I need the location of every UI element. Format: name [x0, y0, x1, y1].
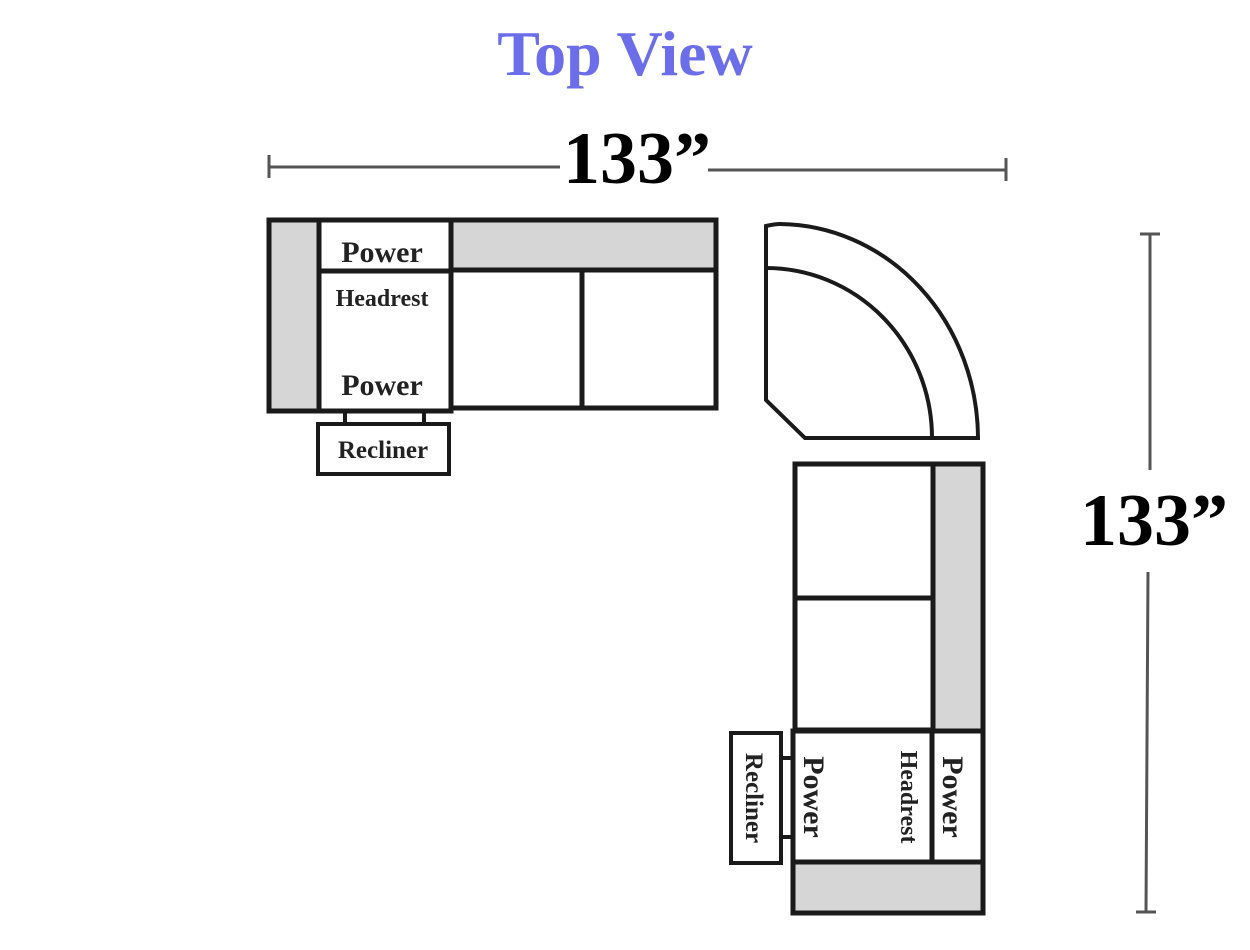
left-arm — [266, 217, 322, 414]
right-back-cushion — [930, 461, 986, 734]
left-power-bottom-label: Power — [341, 369, 423, 402]
left-seat-1 — [448, 267, 585, 411]
left-recliner-label: Recliner — [338, 437, 428, 464]
left-section — [266, 217, 719, 476]
right-footrest — [729, 731, 783, 865]
diagram-title: Top View — [497, 18, 753, 89]
right-seat-1 — [792, 461, 936, 601]
left-headrest-label: Headrest — [336, 286, 429, 312]
left-recliner-seat — [316, 217, 454, 414]
height-dimension-line — [1136, 232, 1160, 914]
left-power-top-label: Power — [341, 236, 423, 269]
left-seat-2 — [579, 267, 719, 411]
right-seat-2 — [792, 595, 936, 733]
left-footrest — [316, 422, 451, 476]
corner-wedge — [764, 221, 981, 440]
right-section — [729, 461, 986, 916]
corner-inner-curve — [765, 266, 934, 439]
height-dimension-label: 133” — [1080, 480, 1228, 562]
right-power-left-label: Power — [797, 756, 830, 838]
right-power-right-label: Power — [936, 756, 969, 838]
right-arm — [790, 859, 986, 916]
width-dimension-line — [267, 155, 1008, 181]
width-dimension-label: 133” — [563, 118, 711, 200]
right-recliner-label: Recliner — [740, 753, 767, 843]
corner-outer — [764, 221, 981, 440]
left-back-cushion — [448, 217, 719, 273]
right-headrest-label: Headrest — [895, 751, 921, 844]
right-recliner-seat — [790, 728, 986, 865]
